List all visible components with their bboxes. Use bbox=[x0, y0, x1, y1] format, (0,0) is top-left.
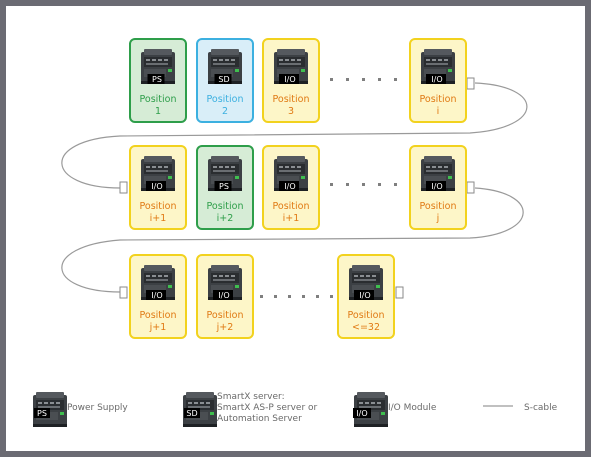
module-tag-badge bbox=[214, 181, 232, 191]
legend: PS Power Supply SD SmartX server: SmartX… bbox=[33, 392, 558, 427]
module-cards: PSPosition1SDPosition2I/OPosition3I/OPos… bbox=[129, 38, 467, 339]
module-tag: PS bbox=[219, 182, 229, 191]
module-tag-badge bbox=[279, 74, 299, 84]
s-cable-row1-to-row2 bbox=[61, 82, 528, 189]
module-position-label: Position bbox=[207, 94, 244, 105]
s-cable-links bbox=[61, 82, 528, 293]
module-tag: SD bbox=[218, 75, 229, 84]
legend-io-module: I/O I/O Module bbox=[353, 392, 437, 427]
connector-row2-left bbox=[119, 181, 128, 194]
module-position-number: j bbox=[436, 213, 440, 224]
module-tag: PS bbox=[152, 75, 162, 84]
module-tag-badge bbox=[146, 181, 166, 191]
legend-server: SD SmartX server: SmartX AS-P server or … bbox=[183, 392, 318, 427]
module-position-label: Position bbox=[140, 310, 177, 321]
connector-row3-right bbox=[395, 286, 404, 299]
module-position-number: i+1 bbox=[283, 213, 300, 224]
module-tag-badge bbox=[147, 74, 165, 84]
module-position-number: j+1 bbox=[149, 322, 167, 333]
s-bus-diagram: PSPosition1SDPosition2I/OPosition3I/OPos… bbox=[33, 38, 558, 427]
module-position-label: Position bbox=[140, 201, 177, 212]
module-position-number: i+1 bbox=[150, 213, 167, 224]
legend-io-tag: I/O bbox=[356, 409, 367, 418]
module-position-number: j+2 bbox=[216, 322, 234, 333]
module-position-label: Position bbox=[420, 201, 457, 212]
module-tag-badge bbox=[354, 290, 374, 300]
connector-row2-right bbox=[466, 181, 475, 194]
legend-ps-tag: PS bbox=[37, 409, 47, 418]
module-position-number: 1 bbox=[155, 106, 161, 117]
legend-io-label: I/O Module bbox=[388, 403, 437, 413]
module-position-label: Position bbox=[207, 201, 244, 212]
connector-row1-right bbox=[466, 77, 475, 90]
cable-connectors bbox=[119, 77, 475, 299]
module-tag-badge bbox=[213, 290, 233, 300]
module-tag: I/O bbox=[218, 291, 229, 300]
module-position-label: Position bbox=[420, 94, 457, 105]
module-position-number: 2 bbox=[222, 106, 228, 117]
legend-cable: S-cable bbox=[483, 403, 558, 413]
module-tag: I/O bbox=[284, 75, 295, 84]
module-tag-badge bbox=[214, 74, 232, 84]
legend-power-supply: PS Power Supply bbox=[33, 392, 128, 427]
legend-ps-label: Power Supply bbox=[67, 403, 128, 413]
module-position-label: Position bbox=[140, 94, 177, 105]
module-position-label: Position bbox=[273, 94, 310, 105]
module-tag-badge bbox=[146, 290, 166, 300]
module-tag: I/O bbox=[359, 291, 370, 300]
legend-server-line1: SmartX server: bbox=[217, 392, 285, 402]
legend-sd-tag: SD bbox=[186, 409, 197, 418]
module-tag-badge bbox=[426, 74, 446, 84]
ellipsis-dots bbox=[260, 78, 397, 298]
legend-cable-label: S-cable bbox=[524, 403, 558, 413]
module-tag-badge bbox=[426, 181, 446, 191]
module-position-number: 3 bbox=[288, 106, 294, 117]
module-tag: I/O bbox=[284, 182, 295, 191]
module-position-label: Position bbox=[348, 310, 385, 321]
module-tag: I/O bbox=[151, 291, 162, 300]
module-position-number: <=32 bbox=[352, 322, 380, 333]
module-tag: I/O bbox=[151, 182, 162, 191]
legend-server-line2: SmartX AS-P server or bbox=[217, 403, 318, 413]
module-card-11: I/O Position<=32 bbox=[337, 254, 395, 339]
module-position-label: Position bbox=[273, 201, 310, 212]
s-cable-row2-to-row3 bbox=[61, 187, 524, 293]
legend-server-line3: Automation Server bbox=[217, 414, 302, 424]
connector-row3-left bbox=[119, 286, 128, 299]
module-tag-badge bbox=[279, 181, 299, 191]
module-position-label: Position bbox=[207, 310, 244, 321]
module-tag: I/O bbox=[431, 182, 442, 191]
module-position-number: i bbox=[437, 106, 440, 117]
module-position-number: i+2 bbox=[217, 213, 234, 224]
module-tag: I/O bbox=[431, 75, 442, 84]
